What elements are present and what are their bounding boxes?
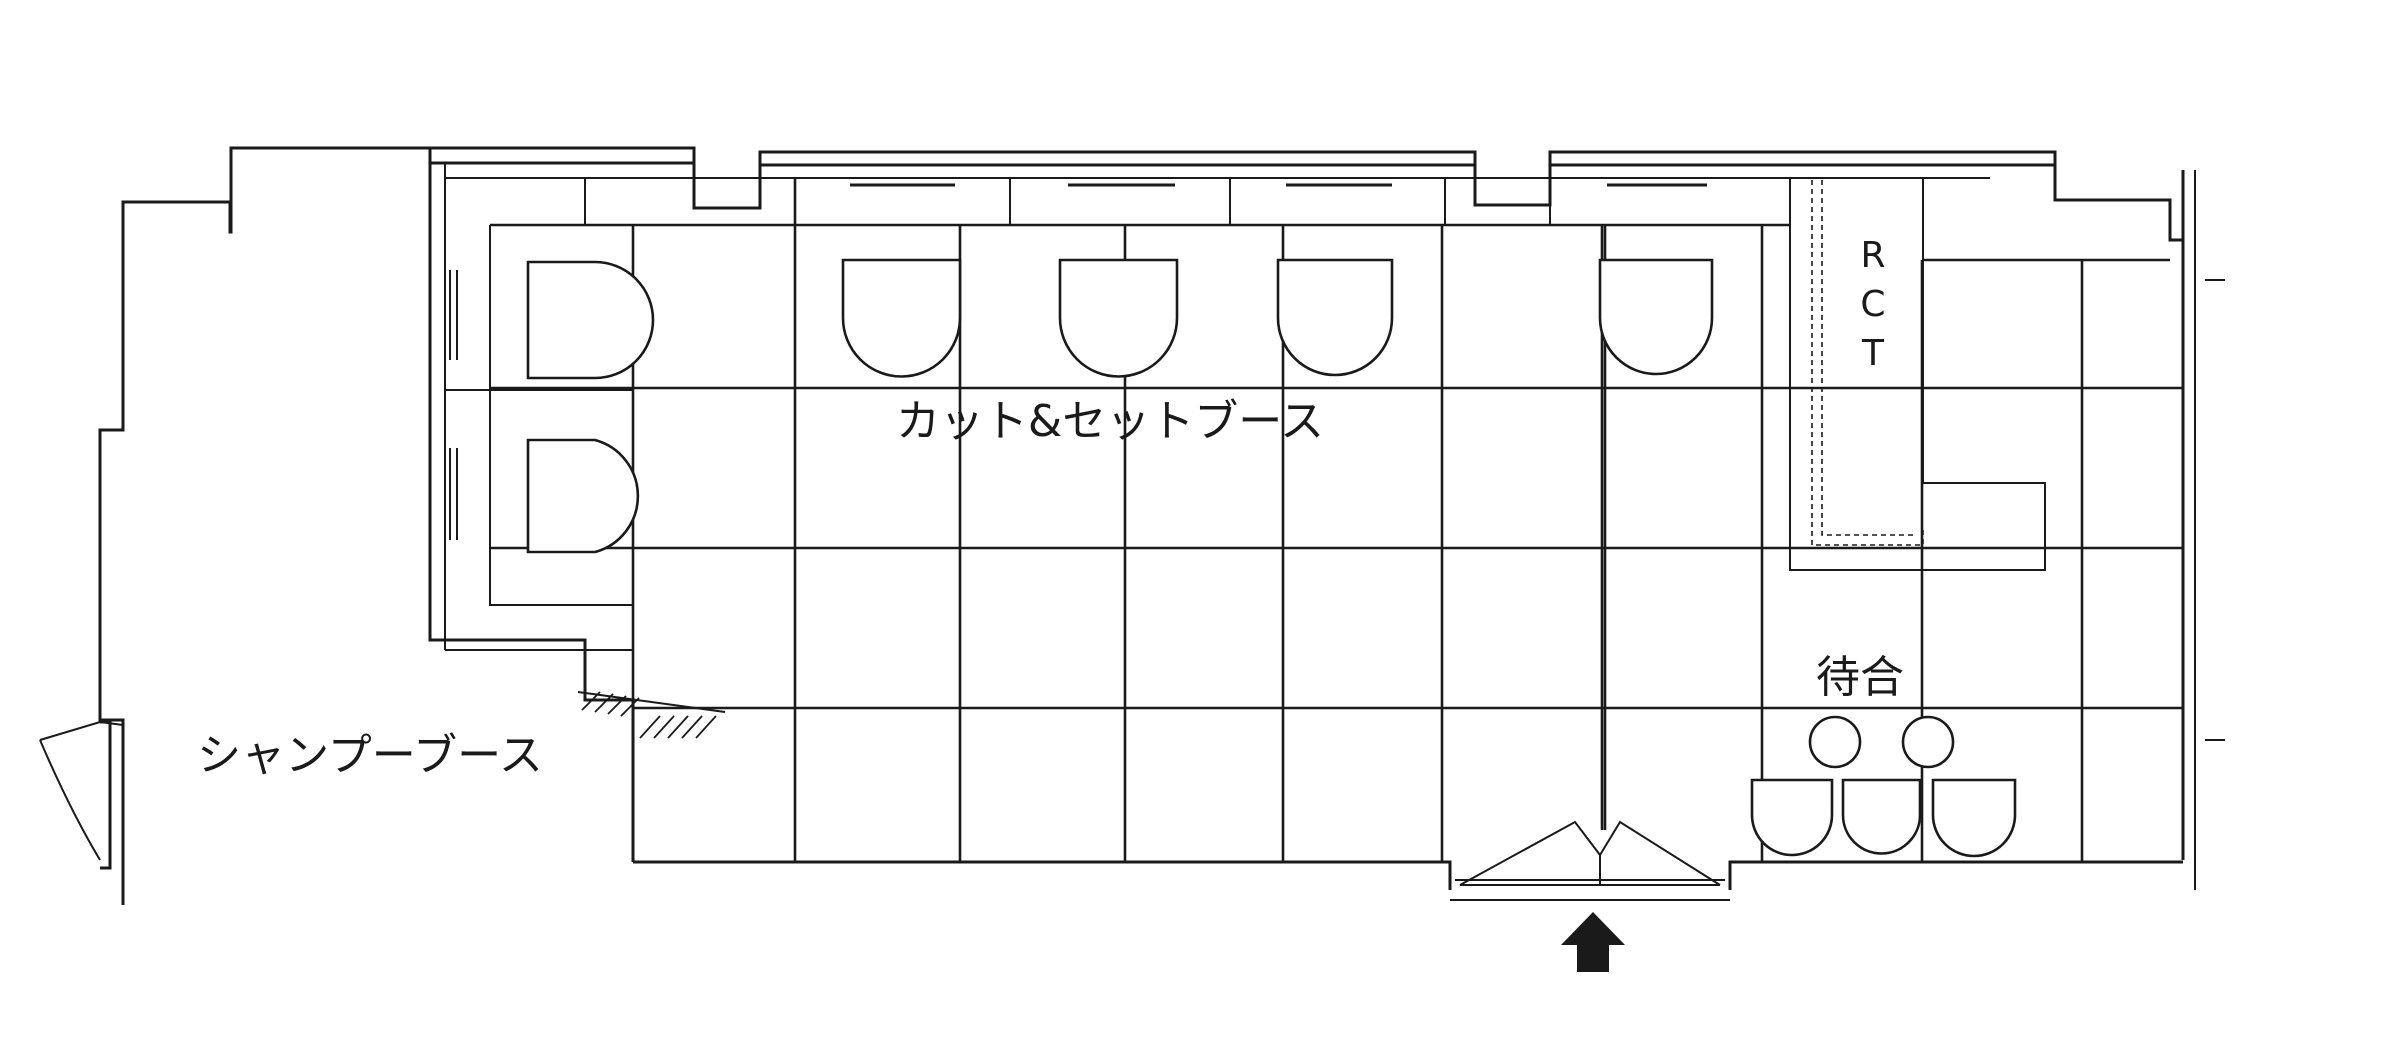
- inner-partitions: [430, 162, 1990, 651]
- shampoo-booth-label: シャンプーブース: [197, 730, 543, 781]
- styling-chair: [526, 438, 640, 554]
- styling-chair: [1276, 258, 1394, 377]
- up-arrow-icon: [1561, 912, 1625, 972]
- outer-walls: [98, 146, 2225, 905]
- waiting-chair: [1841, 778, 1922, 855]
- waiting-area: [1750, 715, 2017, 858]
- waiting-chair: [1750, 778, 1834, 857]
- styling-chair: [841, 258, 962, 378]
- reception-counter: [1789, 178, 2046, 571]
- waiting-chair: [1931, 778, 2017, 858]
- entrance-doors: [1459, 820, 1721, 886]
- reception-counter-label-c: C: [1860, 284, 1885, 325]
- waiting-stool: [1808, 715, 1862, 769]
- reception-counter-label: R: [1860, 235, 1885, 276]
- side-door: [39, 720, 124, 870]
- waiting-area-label: 待合: [1816, 652, 1904, 703]
- reception-counter-label-t: T: [1861, 333, 1885, 374]
- waiting-stool: [1901, 715, 1955, 769]
- styling-chair: [1058, 258, 1179, 378]
- styling-chairs: [526, 258, 1714, 554]
- hatched-wall: [577, 691, 726, 739]
- styling-chair: [1598, 258, 1714, 376]
- cut-set-booth-label: カット&セットブース: [896, 396, 1324, 447]
- styling-chair: [526, 260, 655, 380]
